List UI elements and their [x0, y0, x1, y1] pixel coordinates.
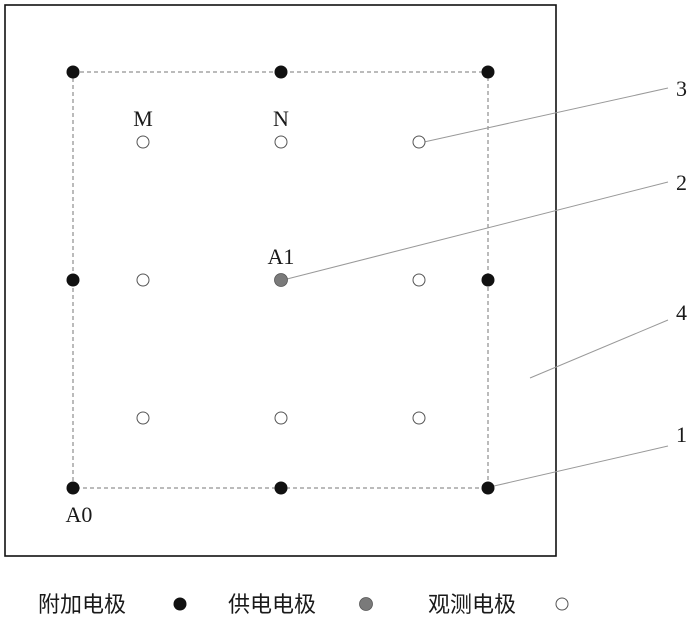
callout-line-1	[494, 446, 668, 486]
observation-electrode	[413, 136, 425, 148]
observation-electrode	[137, 274, 149, 286]
observation-electrode	[275, 136, 287, 148]
additional-electrode	[67, 482, 80, 495]
observation-electrode	[137, 412, 149, 424]
callout-number-3: 3	[676, 76, 687, 101]
callout-line-4	[530, 320, 668, 378]
callout-number-2: 2	[676, 170, 687, 195]
additional-electrode	[482, 66, 495, 79]
additional-electrode	[275, 482, 288, 495]
callout-number-4: 4	[676, 300, 687, 325]
legend: 附加电极 供电电极 观测电极	[38, 593, 568, 618]
additional-electrode	[482, 274, 495, 287]
additional-electrode	[275, 66, 288, 79]
callout-line-3	[424, 88, 668, 142]
label-n: N	[273, 106, 289, 131]
legend-observation-marker	[556, 598, 568, 610]
legend-label-observation: 观测电极	[428, 593, 516, 618]
callout-number-1: 1	[676, 422, 687, 447]
observation-electrode	[413, 412, 425, 424]
additional-electrode	[482, 482, 495, 495]
additional-electrode	[67, 274, 80, 287]
label-a1: A1	[268, 244, 295, 269]
observation-electrode	[137, 136, 149, 148]
label-a0: A0	[66, 502, 93, 527]
supply-electrode	[275, 274, 288, 287]
observation-electrode	[413, 274, 425, 286]
legend-label-supply: 供电电极	[228, 593, 316, 618]
legend-additional-marker	[174, 598, 187, 611]
legend-label-additional: 附加电极	[38, 593, 126, 618]
additional-electrode	[67, 66, 80, 79]
callout-line-2	[287, 182, 668, 279]
label-m: M	[133, 106, 153, 131]
observation-electrode	[275, 412, 287, 424]
legend-supply-marker	[360, 598, 373, 611]
